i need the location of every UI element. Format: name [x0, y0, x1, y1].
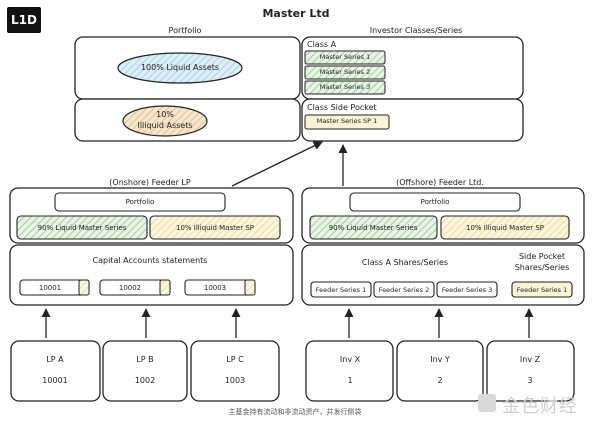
inv-x-id: 1 — [347, 376, 353, 385]
illiquid-assets-ellipse — [122, 105, 208, 137]
master-series-sp-box — [304, 114, 390, 130]
capital-accounts-box — [9, 244, 294, 306]
onshore-title: (Onshore) Feeder LP — [109, 178, 191, 187]
diagram-caption: 主基金持有流动和非流动资产，并发行侧袋 — [228, 408, 362, 416]
illiquid-assets-label: Illiquid Assets — [137, 121, 193, 130]
page-title: Master Ltd — [262, 7, 330, 20]
side-pocket-label: Class Side Pocket — [307, 103, 377, 112]
investor-box-inv-z — [486, 340, 575, 402]
onshore-portfolio-label: Portfolio — [125, 198, 155, 206]
master-series-1-box — [304, 50, 386, 65]
watermark: 金色财经 — [478, 392, 598, 417]
side-pocket-shares-title-1: Side Pocket — [518, 252, 566, 261]
feeder-side-pocket-label: Feeder Series 1 — [516, 286, 568, 294]
offshore-portfolio-box — [349, 192, 521, 212]
lp-b-name: LP B — [136, 355, 154, 364]
inv-y-id: 2 — [437, 376, 443, 385]
inv-z-name: Inv Z — [519, 355, 541, 364]
lp-c-id: 1003 — [224, 376, 246, 385]
illiquid-pct-label: 10% — [156, 110, 174, 119]
onshore-illiquid-label: 10% Illiquid Master SP — [176, 224, 254, 232]
offshore-illiquid-box — [440, 215, 570, 240]
master-series-1-label: Master Series 1 — [319, 53, 371, 61]
liquid-assets-label: 100% Liquid Assets — [140, 63, 220, 72]
onshore-portfolio-box — [54, 192, 226, 212]
liquid-assets-ellipse — [117, 52, 243, 84]
offshore-illiquid-label: 10% Illiquid Master SP — [466, 224, 544, 232]
master-series-2-label: Master Series 2 — [319, 68, 371, 76]
arrow-onshore-to-master — [231, 141, 323, 187]
l1d-logo: L1D — [7, 7, 41, 33]
watermark-text: 金色财经 — [502, 396, 578, 417]
lp-a-name: LP A — [46, 355, 64, 364]
lp-c-name: LP C — [226, 355, 244, 364]
account-10001-tab — [78, 279, 90, 296]
offshore-portfolio-label: Portfolio — [420, 198, 450, 206]
feeder-series-3-label: Feeder Series 3 — [441, 286, 493, 294]
investor-box-inv-y — [396, 340, 484, 402]
investor-box-lp-c — [190, 340, 280, 402]
lp-b-id: 1002 — [134, 376, 156, 385]
class-a-label: Class A — [307, 40, 337, 49]
feeder-series-2-box — [373, 281, 435, 298]
investor-box-inv-x — [305, 340, 394, 402]
feeder-series-1-label: Feeder Series 1 — [315, 286, 367, 294]
inv-y-name: Inv Y — [430, 355, 450, 364]
feeder-series-2-label: Feeder Series 2 — [378, 286, 430, 294]
account-10002-tab — [159, 279, 171, 296]
offshore-liquid-label: 90% Liquid Master Series — [328, 224, 418, 232]
offshore-liquid-box — [309, 215, 438, 240]
master-series-3-box — [304, 80, 386, 95]
watermark-logo-icon — [478, 394, 496, 412]
feeder-side-pocket-box — [511, 281, 573, 298]
account-10003-label: 10003 — [203, 284, 227, 292]
side-pocket-shares-title-2: Shares/Series — [514, 263, 570, 272]
onshore-liquid-box — [16, 215, 148, 240]
onshore-illiquid-box — [149, 215, 281, 240]
master-side-pocket-box — [301, 98, 524, 142]
offshore-title: (Offshore) Feeder Ltd. — [396, 178, 484, 187]
account-10002-label: 10002 — [118, 284, 142, 292]
investor-box-lp-a — [10, 340, 101, 402]
inv-x-name: Inv X — [339, 355, 361, 364]
lp-a-id: 10001 — [42, 376, 68, 385]
feeder-series-3-box — [436, 281, 498, 298]
inv-z-id: 3 — [527, 376, 533, 385]
master-portfolio-header: Portfolio — [168, 26, 202, 35]
master-series-2-box — [304, 65, 386, 80]
account-10001-label: 10001 — [38, 284, 62, 292]
feeder-series-1-box — [310, 281, 372, 298]
master-series-sp-label: Master Series SP 1 — [316, 117, 378, 125]
master-investor-header: Investor Classes/Series — [369, 26, 463, 35]
investor-box-lp-b — [102, 340, 188, 402]
account-10003-tab — [244, 279, 256, 296]
capital-accounts-title: Capital Accounts statements — [92, 256, 208, 265]
onshore-liquid-label: 90% Liquid Master Series — [37, 224, 127, 232]
master-series-3-label: Master Series 3 — [319, 83, 371, 91]
class-a-shares-title: Class A Shares/Series — [361, 258, 449, 267]
